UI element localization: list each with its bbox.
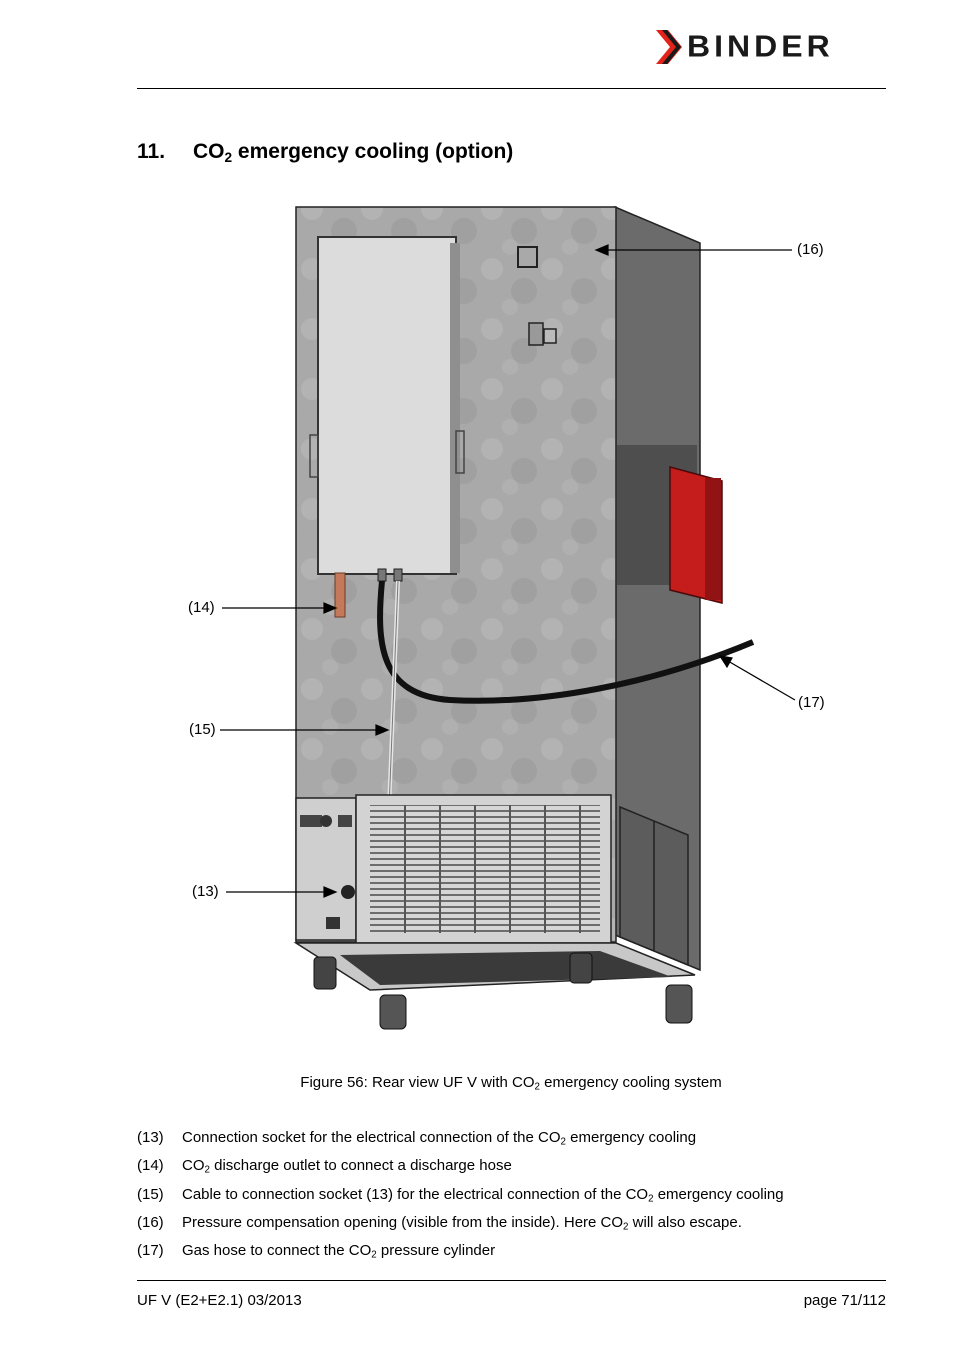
figure-caption: Figure 56: Rear view UF V with CO2 emerg… <box>0 1074 954 1092</box>
footer-rule <box>137 1280 886 1281</box>
legend-item: (14) CO2 discharge outlet to connect a d… <box>137 1157 897 1185</box>
legend-item: (13) Connection socket for the electrica… <box>137 1129 897 1157</box>
callout-16: (16) <box>797 241 824 258</box>
ventilation-grille <box>370 805 600 933</box>
legend-item: (16) Pressure compensation opening (visi… <box>137 1214 897 1242</box>
section-number: 11. <box>137 140 166 163</box>
logo-chevron-icon <box>656 30 682 64</box>
rear-view-figure: (16) (14) (15) (17) (13) <box>180 195 860 1045</box>
section-heading: 11. CO2 emergency cooling (option) <box>137 139 513 165</box>
footer-document-id: UF V (E2+E2.1) 03/2013 <box>137 1292 302 1309</box>
castor <box>665 984 693 1024</box>
caption-post: emergency cooling system <box>539 1074 722 1091</box>
legend-ref: (13) <box>137 1129 164 1146</box>
legend-text: Gas hose to connect the CO2 pressure cyl… <box>182 1242 496 1261</box>
legend-ref: (16) <box>137 1213 164 1231</box>
castor <box>569 952 593 984</box>
section-title-sub: 2 <box>224 149 233 165</box>
callout-17: (17) <box>798 694 825 711</box>
legend-text: Pressure compensation opening (visible f… <box>182 1213 742 1233</box>
callout-15: (15) <box>189 721 216 738</box>
legend-item: (15) Cable to connection socket (13) for… <box>137 1186 897 1214</box>
callout-14: (14) <box>188 599 215 616</box>
section-title-post: emergency cooling (option) <box>232 140 514 163</box>
legend-ref: (17) <box>137 1242 164 1260</box>
unit-rear-view-drawing <box>220 205 796 1030</box>
footer-page-number: page 71/112 <box>803 1292 886 1309</box>
legend-ref: (14) <box>137 1157 164 1175</box>
legend-text: Cable to connection socket (13) for the … <box>182 1185 784 1205</box>
logo-wordmark: BINDER <box>687 28 834 64</box>
connection-socket <box>341 885 355 899</box>
discharge-outlet <box>334 572 346 618</box>
callout-13: (13) <box>192 883 219 900</box>
castor <box>379 994 407 1030</box>
legend-list: (13) Connection socket for the electrica… <box>137 1129 897 1270</box>
cover-plate <box>317 236 457 575</box>
legend-text: CO2 discharge outlet to connect a discha… <box>182 1157 512 1177</box>
binder-logo: BINDER <box>656 30 888 64</box>
caption-sub: 2 <box>534 1081 540 1093</box>
section-title-pre: CO <box>193 140 225 163</box>
header-rule <box>137 88 886 89</box>
castor <box>313 956 337 990</box>
caption-pre: Figure 56: Rear view UF V with CO <box>300 1074 535 1091</box>
legend-text: Connection socket for the electrical con… <box>182 1129 697 1148</box>
legend-ref: (15) <box>137 1185 164 1203</box>
legend-item: (17) Gas hose to connect the CO2 pressur… <box>137 1242 897 1270</box>
gas-hose <box>377 580 755 704</box>
pressure-compensation-opening <box>517 246 538 268</box>
